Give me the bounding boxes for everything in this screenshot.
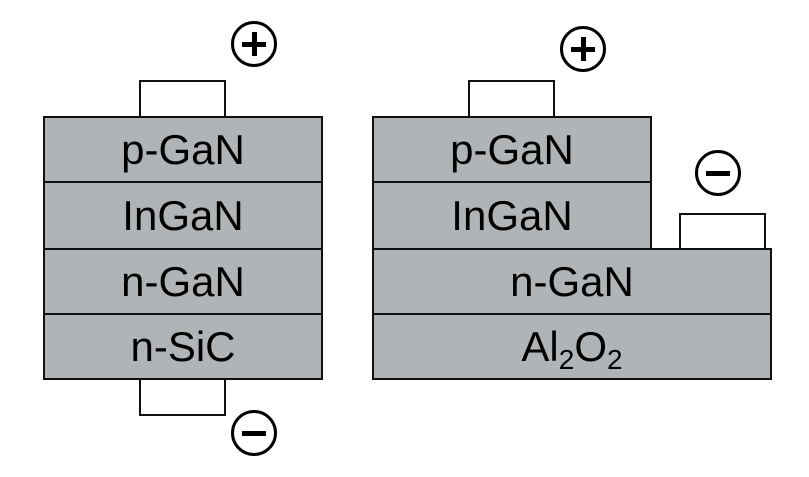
layer-label: p-GaN: [450, 125, 574, 173]
layer-label: n-GaN: [510, 257, 634, 305]
layer-n-sic: n-SiC: [43, 313, 323, 380]
layer-label: InGaN: [451, 191, 573, 239]
layer-n-gan: n-GaN: [372, 248, 772, 315]
layer-ingan: InGaN: [43, 181, 323, 250]
formula-subscript: 2: [558, 343, 575, 375]
layer-ingan: InGaN: [372, 181, 652, 250]
layer-substrate: Al2O2: [372, 313, 772, 380]
layer-p-gan: p-GaN: [43, 116, 323, 183]
layer-p-gan: p-GaN: [372, 116, 652, 183]
side-contact: [679, 213, 766, 250]
layer-label: InGaN: [122, 191, 244, 239]
layer-n-gan: n-GaN: [43, 248, 323, 315]
layer-label: Al2O2: [521, 322, 622, 373]
layer-label: p-GaN: [121, 125, 245, 173]
bottom-contact: [139, 378, 226, 416]
top-contact: [139, 80, 226, 118]
layer-label: n-SiC: [130, 322, 236, 370]
plus-terminal-icon: [231, 21, 277, 67]
plus-terminal-icon: [560, 26, 606, 72]
formula-part: Al: [521, 322, 559, 370]
minus-terminal-icon: [695, 150, 741, 196]
layer-label: n-GaN: [121, 257, 245, 305]
top-contact: [468, 80, 555, 118]
minus-terminal-icon: [231, 410, 277, 456]
formula-part: O: [574, 322, 608, 370]
formula-subscript: 2: [607, 343, 623, 375]
